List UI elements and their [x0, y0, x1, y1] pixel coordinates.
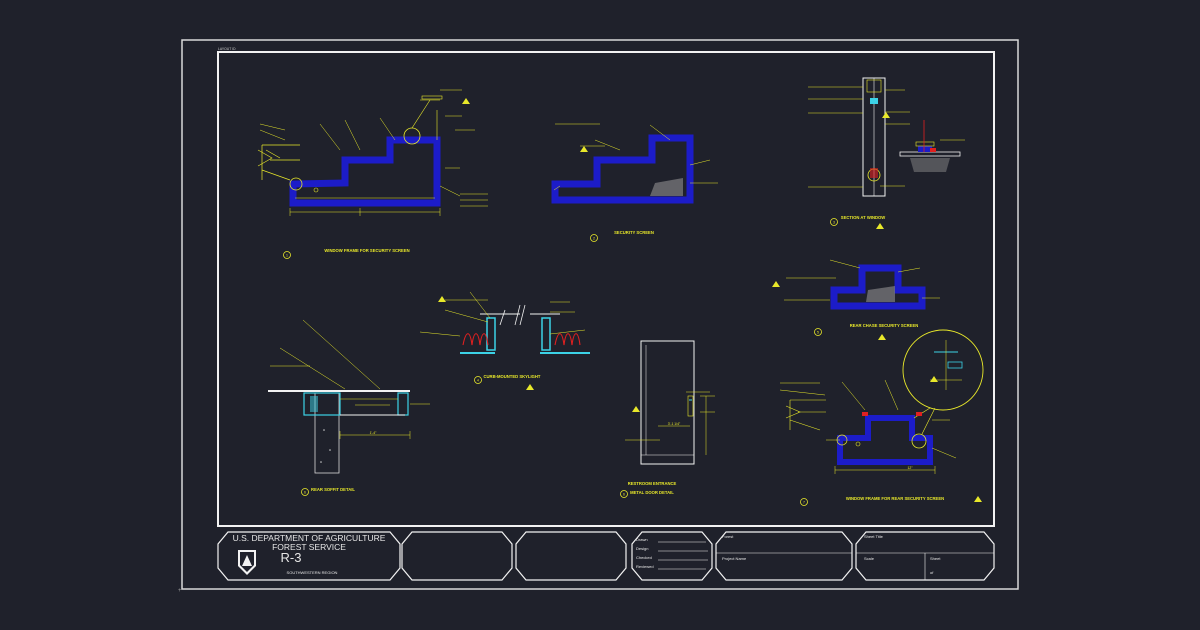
region-code: R-3	[281, 550, 302, 565]
sheet-corner-label: LAYOUT ID	[218, 47, 236, 51]
project-name-label: Project Name	[722, 556, 747, 561]
blank-box-2	[515, 531, 627, 581]
door-title-line2: METAL DOOR DETAIL	[630, 490, 674, 495]
outer-sheet-border	[181, 39, 1019, 590]
sheet-title-label: Sheet Title	[864, 534, 884, 539]
detail-1-section-profile	[289, 136, 441, 207]
role-checked: Checked	[636, 555, 652, 560]
agency-line-2: FOREST SERVICE	[272, 542, 346, 552]
roles-box	[631, 531, 713, 581]
detail-restroom-door: 3'-1 1/4" RESTROOM ENTRANCE METAL DOOR D…	[620, 340, 715, 498]
detail-1-window-frame: 1 WINDOW FRAME FOR SECURITY SCREEN	[257, 89, 488, 259]
role-design: Design	[636, 546, 648, 551]
drawing-area-border	[217, 51, 995, 527]
detail-7-number: 7	[803, 500, 805, 504]
detail-4-title: CURB-MOUNTED SKYLIGHT	[484, 374, 541, 379]
sheet-label: Sheet	[930, 556, 941, 561]
role-reviewed: Reviewed	[636, 564, 654, 569]
blank-box-1	[401, 531, 513, 581]
detail-6-rear-soffit: 1'-4" 6 REAR SOFFIT DETAIL	[268, 319, 430, 496]
scale-label: Scale	[864, 556, 875, 561]
detail-1-title: WINDOW FRAME FOR SECURITY SCREEN	[324, 248, 409, 253]
detail-2-title: SECURITY SCREEN	[614, 230, 654, 235]
role-drawn: Drawn	[636, 537, 648, 542]
detail-6-dimension: 1'-4"	[370, 431, 378, 435]
detail-5-number: 5	[817, 330, 819, 334]
agency-line-1: U.S. DEPARTMENT OF AGRICULTURE	[233, 533, 386, 543]
forest-service-shield-icon	[238, 550, 256, 575]
detail-7-rear-window-frame: 12" 7 WINDOW FRAME FOR REAR SECURITY SCR…	[779, 329, 984, 506]
ucs-marker: +	[178, 588, 182, 594]
title-block: U.S. DEPARTMENT OF AGRICULTURE FOREST SE…	[217, 531, 995, 581]
project-box	[715, 531, 853, 581]
detail-3-title: SECTION AT WINDOW	[841, 215, 885, 220]
door-detail-number: 6	[623, 492, 625, 496]
detail-4-number: 4	[477, 378, 479, 382]
detail-7-section-profile	[837, 415, 933, 465]
door-dimension: 3'-1 1/4"	[668, 422, 681, 426]
detail-6-number: 6	[304, 490, 306, 494]
door-title-line1: RESTROOM ENTRANCE	[628, 481, 677, 486]
detail-2-number: 2	[593, 236, 595, 240]
agency-box	[217, 531, 401, 581]
region-name: SOUTHWESTERN REGION	[287, 570, 338, 575]
forest-label: Forest	[722, 534, 734, 539]
detail-5-section-profile	[830, 264, 926, 310]
detail-3-section-at-window: 3 SECTION AT WINDOW	[808, 77, 965, 229]
detail-5-title: REAR CHASE SECURITY SCREEN	[850, 323, 919, 328]
detail-2-security-screen: 2 SECURITY SCREEN	[551, 123, 718, 242]
sheet-of-label: of	[930, 570, 934, 575]
detail-6-title: REAR SOFFIT DETAIL	[311, 487, 355, 492]
detail-4-curb-skylight: 4 CURB-MOUNTED SKYLIGHT	[419, 291, 590, 390]
detail-5-rear-chase-screen: 5 REAR CHASE SECURITY SCREEN	[772, 259, 940, 340]
detail-2-section-profile	[551, 134, 694, 204]
detail-1-number: 1	[286, 253, 288, 257]
sheet-title-box	[855, 531, 995, 581]
door-elevation	[640, 340, 695, 465]
detail-3-number: 3	[833, 220, 835, 224]
detail-7-title: WINDOW FRAME FOR REAR SECURITY SCREEN	[846, 496, 944, 501]
detail-7-dimension: 12"	[908, 466, 914, 470]
